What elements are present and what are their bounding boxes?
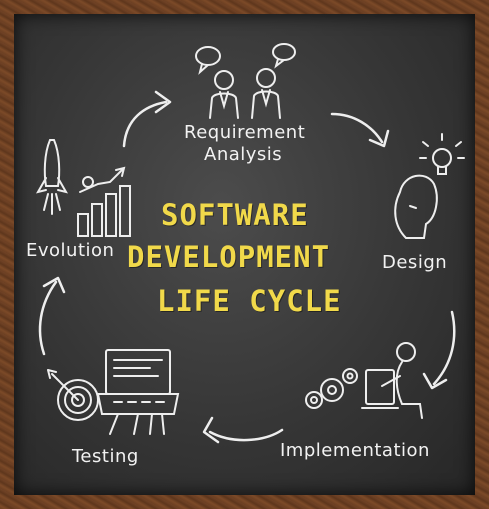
cycle-drawing <box>35 43 465 444</box>
cycle-arrow-right <box>422 310 456 390</box>
target-laptop-icon <box>47 349 180 435</box>
two-people-speech-icon <box>195 43 296 119</box>
stage-testing-label: Testing <box>72 446 139 467</box>
chalkboard: SOFTWARE DEVELOPMENT LIFE CYCLE Requirem… <box>14 14 475 495</box>
cycle-arrow-bottom <box>202 416 284 444</box>
stage-evolution-label: Evolution <box>26 240 115 261</box>
stage-implementation-label: Implementation <box>280 440 430 461</box>
gears-computer-user-icon <box>305 342 423 419</box>
title-line-1: SOFTWARE <box>161 198 309 232</box>
title-line-2: DEVELOPMENT <box>127 240 331 274</box>
cycle-arrow-top-left <box>122 90 172 148</box>
stage-analysis-label: Analysis <box>204 144 283 165</box>
person-lightbulb-icon <box>394 133 465 239</box>
stage-design-label: Design <box>382 252 448 273</box>
cycle-arrow-left <box>38 276 66 356</box>
title-line-3: LIFE CYCLE <box>157 284 342 318</box>
cycle-arrow-top-right <box>330 112 390 148</box>
rocket-growth-chart-icon <box>35 139 131 237</box>
stage-requirement-label: Requirement <box>184 122 306 143</box>
